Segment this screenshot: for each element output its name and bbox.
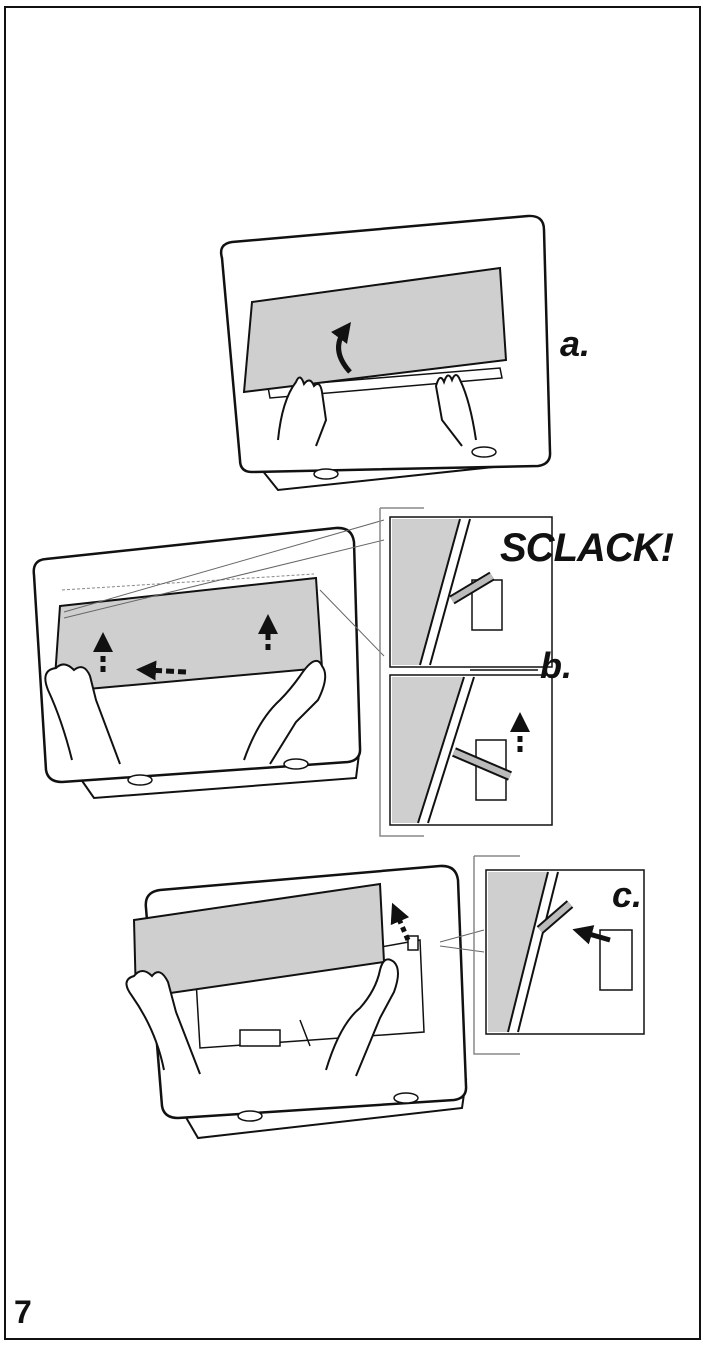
step-a-figure	[219, 214, 552, 492]
lift-arrow-icon	[331, 321, 352, 374]
glass-panel	[242, 266, 508, 394]
step-b-label: b.	[540, 645, 572, 686]
step-a-label: a.	[560, 323, 591, 364]
sclack-sound-label: SCLACK!	[500, 526, 674, 570]
inset-bracket	[473, 855, 520, 1055]
hand-icon	[243, 659, 327, 765]
hand-icon	[325, 958, 399, 1077]
hand-icon	[434, 374, 477, 447]
hand-icon	[277, 376, 328, 447]
step-c-label: c.	[612, 874, 643, 915]
detail-inset	[485, 869, 645, 1035]
hand-icon	[44, 663, 121, 765]
detail-inset-top	[389, 516, 553, 668]
page-number: 7	[14, 1294, 32, 1330]
detail-inset-bottom	[389, 674, 553, 826]
step-b-figure	[32, 507, 553, 837]
left-arrow-icon	[572, 925, 611, 945]
step-c-figure	[125, 855, 645, 1140]
left-arrow-icon	[136, 660, 187, 681]
inset-bracket	[379, 507, 424, 837]
hand-icon	[125, 970, 201, 1075]
